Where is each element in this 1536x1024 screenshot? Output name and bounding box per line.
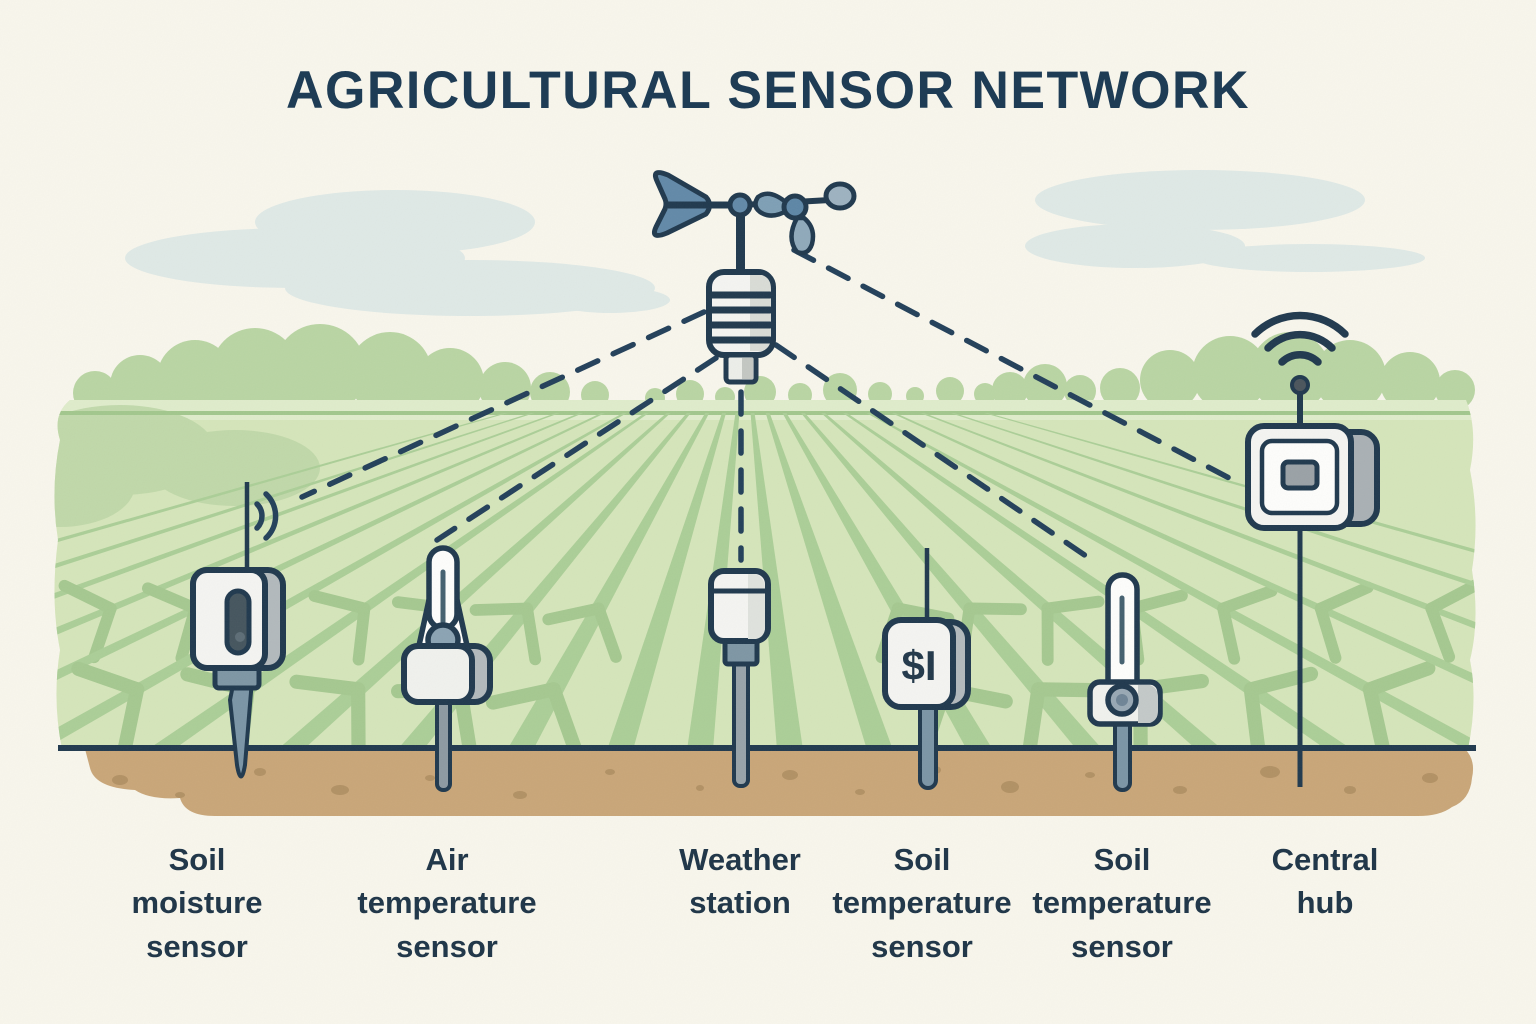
label-soil-moisture-sensor: Soil moisture sensor	[131, 842, 263, 964]
label-soil-temperature-sensor-2: Soil temperature sensor	[1032, 842, 1212, 964]
label-air-temperature-sensor: Air temperature sensor	[357, 842, 537, 964]
label-soil-temperature-sensor-1: Soil temperature sensor	[832, 842, 1012, 964]
page-title: AGRICULTURAL SENSOR NETWORK	[285, 61, 1251, 120]
label-weather-station: Weather station	[679, 842, 801, 921]
label-central-hub: Central hub	[1271, 842, 1379, 921]
